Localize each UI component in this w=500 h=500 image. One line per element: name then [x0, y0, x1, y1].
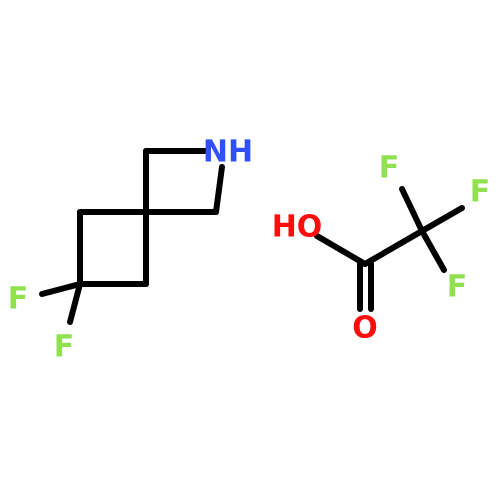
- bond-c3-nh: [213, 164, 225, 215]
- spiro-amine-molecule: NH F F: [8, 135, 253, 365]
- atom-label-f: F: [54, 330, 75, 365]
- bond-c-f-lower: [67, 281, 83, 325]
- atom-label-o: O: [352, 311, 378, 346]
- bond-oh-c: [314, 233, 368, 267]
- atom-label-f: F: [379, 151, 400, 186]
- atom-label-f: F: [8, 282, 29, 317]
- bond-c-f-upper: [399, 186, 425, 234]
- trifluoroacetic-acid-molecule: HO O F F F: [272, 151, 491, 346]
- atom-label-f: F: [470, 175, 491, 210]
- atom-label-f: F: [447, 270, 468, 305]
- bond-c-f-left: [39, 281, 83, 297]
- bond-c-f-down: [419, 228, 447, 273]
- bond-c-cf3: [362, 228, 425, 267]
- atom-label-ho: HO: [272, 210, 323, 245]
- bond-c-f-right: [419, 205, 465, 234]
- atom-label-nh: NH: [203, 135, 253, 170]
